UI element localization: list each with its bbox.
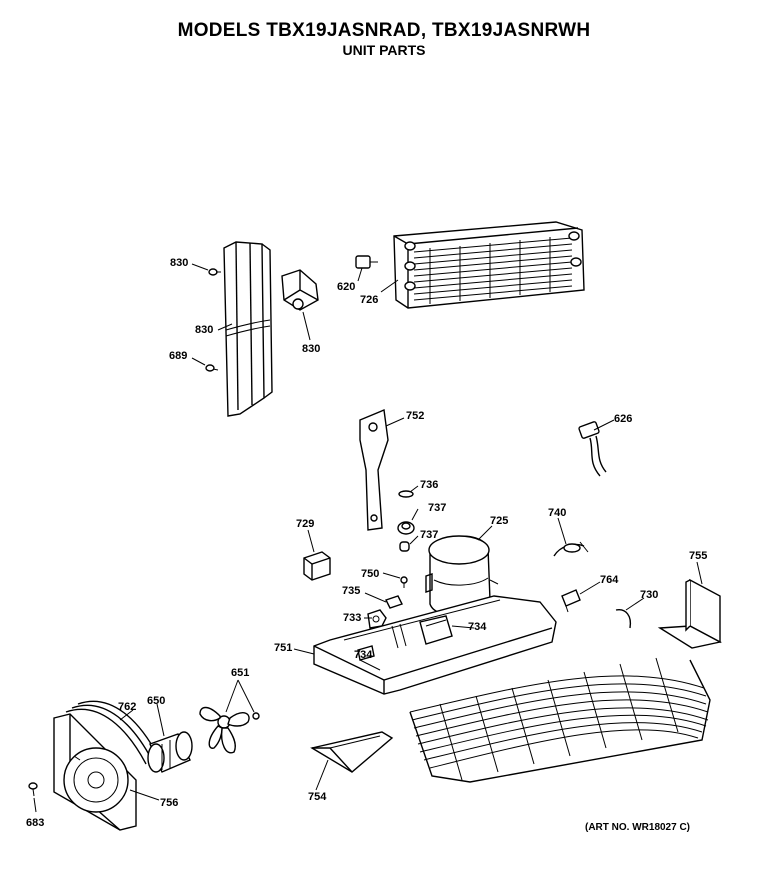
label-754: 754 (308, 791, 327, 803)
clip-764 (561, 589, 581, 613)
wiring-harness-626 (578, 421, 607, 477)
screw-830 (208, 268, 221, 276)
compressor-base-751 (313, 595, 557, 695)
art-number: (ART NO. WR18027 C) (585, 822, 691, 833)
fan-shroud-756 (53, 713, 137, 831)
label-734-right: 734 (468, 621, 487, 633)
label-650: 650 (147, 695, 165, 707)
label-736: 736 (420, 479, 438, 491)
label-620: 620 (337, 281, 355, 293)
label-683: 683 (26, 817, 44, 829)
mounting-bracket-755 (657, 578, 723, 649)
label-750: 750 (361, 568, 379, 580)
defrost-thermostat-620 (355, 255, 378, 269)
air-duct-channel (223, 241, 273, 417)
label-734-left: 734 (354, 649, 373, 661)
fan-blade-651 (199, 706, 260, 754)
screw-689 (205, 364, 219, 372)
screw-750 (400, 576, 408, 588)
label-733: 733 (343, 612, 361, 624)
clip-735 (385, 595, 403, 609)
label-725: 725 (490, 515, 508, 527)
label-755: 755 (689, 550, 707, 562)
mounting-strap-752 (359, 409, 389, 531)
label-626: 626 (614, 413, 632, 425)
label-651: 651 (231, 667, 249, 679)
label-735: 735 (342, 585, 360, 597)
label-751: 751 (274, 642, 292, 654)
drain-fitting-740 (553, 541, 589, 557)
label-737-upper: 737 (428, 502, 446, 514)
grommet-736 (398, 490, 414, 498)
page-subtitle: UNIT PARTS (342, 42, 426, 58)
label-689: 689 (169, 350, 187, 362)
label-737-lower: 737 (420, 529, 438, 541)
compressor-725 (425, 535, 499, 617)
label-762: 762 (118, 701, 136, 713)
overload-733 (367, 609, 387, 629)
label-730: 730 (640, 589, 658, 601)
condenser-730 (409, 609, 711, 783)
fan-motor-650 (147, 731, 193, 773)
relay-729 (303, 551, 331, 581)
evaporator-coil (393, 221, 585, 309)
label-740: 740 (548, 507, 566, 519)
grommet-737 (397, 521, 415, 535)
drain-pan-754 (310, 731, 394, 773)
label-756: 756 (160, 797, 178, 809)
label-764: 764 (600, 574, 619, 586)
label-830-screw: 830 (170, 257, 188, 269)
mounting-bracket-830 (281, 269, 319, 311)
label-729: 729 (296, 518, 314, 530)
label-726: 726 (360, 294, 378, 306)
leader-lines (33, 263, 703, 813)
screw-683 (28, 782, 38, 797)
label-830-duct: 830 (195, 324, 213, 336)
page-title: MODELS TBX19JASNRAD, TBX19JASNRWH (177, 20, 591, 41)
label-752: 752 (406, 410, 424, 422)
grommet-737b (399, 541, 410, 552)
label-830-bracket: 830 (302, 343, 320, 355)
